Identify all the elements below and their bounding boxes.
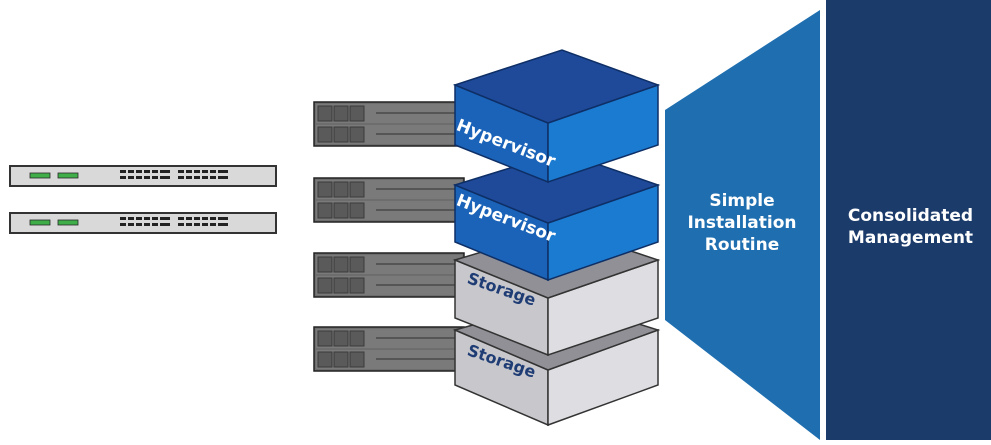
network-switch-icon	[9, 165, 277, 187]
installation-line-1: Simple	[709, 191, 775, 211]
installation-line-3: Routine	[704, 235, 780, 255]
network-switch-icon	[9, 212, 277, 234]
installation-panel-label: Simple Installation Routine	[672, 190, 812, 256]
rack-server-icon	[313, 101, 465, 147]
installation-panel	[665, 10, 820, 440]
hypervisor-block-1	[452, 49, 661, 184]
management-panel	[826, 0, 991, 440]
installation-line-2: Installation	[687, 213, 797, 233]
rack-server-icon	[313, 326, 465, 372]
hypervisor-block-2	[452, 151, 661, 282]
rack-server-icon	[313, 177, 465, 223]
management-line-1: Consolidated	[847, 206, 974, 226]
management-line-2: Management	[847, 228, 974, 248]
management-panel-label: Consolidated Management	[830, 205, 991, 249]
rack-server-icon	[313, 252, 465, 298]
